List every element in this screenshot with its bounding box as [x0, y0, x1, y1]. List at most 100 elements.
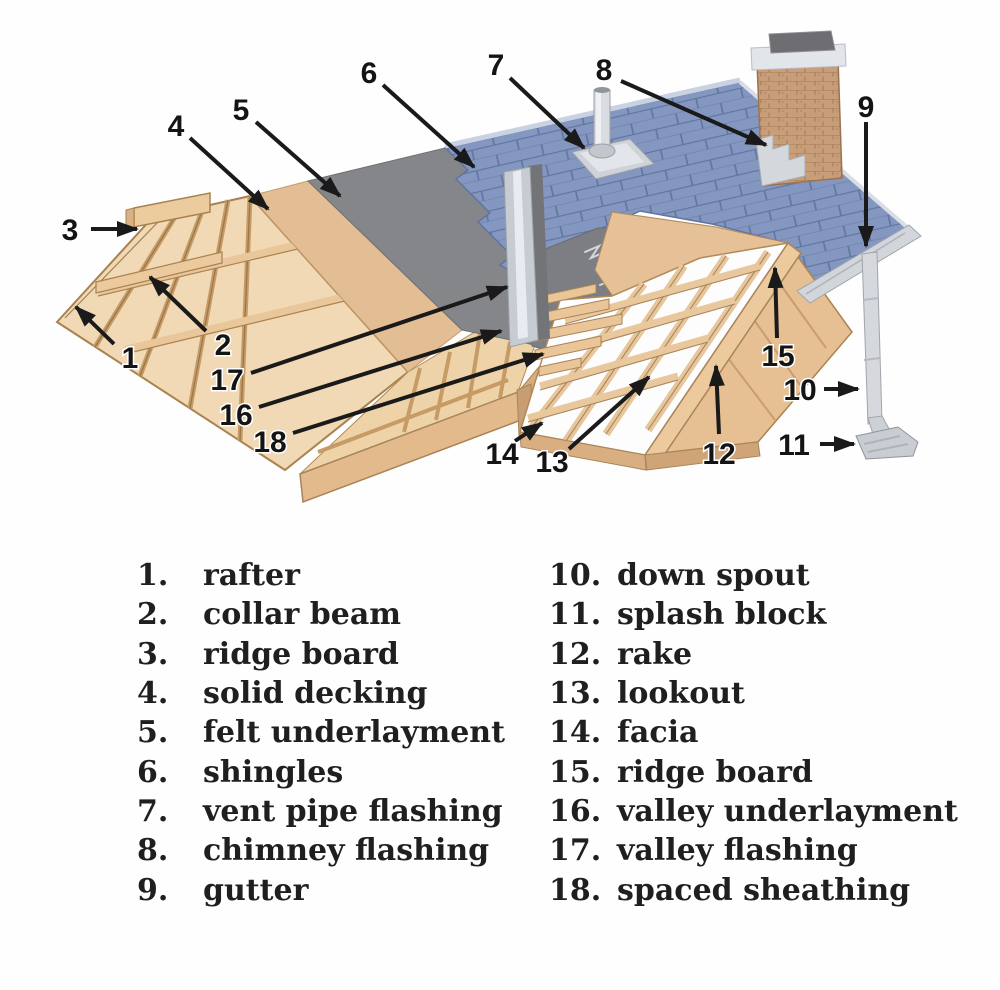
- legend-term: facia: [617, 715, 699, 751]
- callout-4-number: 4: [168, 110, 185, 143]
- callout-18-number: 18: [253, 426, 286, 459]
- splash-block: [855, 426, 919, 460]
- legend-number: 11.: [549, 597, 602, 633]
- callout-6-arrow-shingles: [381, 83, 476, 169]
- legend-item-spaced-sheathing: 18. spaced sheathing: [549, 871, 989, 910]
- legend-number: 16.: [549, 794, 602, 830]
- callout-12-number: 12: [702, 438, 735, 471]
- callout-10-number: 10: [783, 374, 816, 407]
- legend-term: ridge board: [617, 754, 813, 790]
- callout-14-arrow-facia: [513, 421, 544, 443]
- legend-item-felt-underlayment: 5. felt underlayment: [137, 713, 537, 752]
- spaced-sheathing: [530, 283, 623, 377]
- callout-5-number: 5: [233, 94, 250, 127]
- legend-term: splash block: [617, 597, 827, 633]
- callout-11-number: 11: [778, 429, 810, 462]
- vent-pipe-flashing: [571, 87, 655, 180]
- down-spout: [861, 251, 894, 445]
- callout-8-arrow-chimney-flashing: [620, 79, 768, 147]
- legend-item-down-spout: 10. down spout: [549, 556, 989, 595]
- legend-item-rake: 12. rake: [549, 635, 989, 674]
- callout-8-number: 8: [596, 54, 613, 87]
- legend-item-collar-beam: 2. collar beam: [137, 595, 537, 634]
- callout-4-arrow-solid-decking: [188, 136, 270, 211]
- chimney: [750, 30, 847, 187]
- legend-item-valley-underlayment: 16. valley underlayment: [549, 792, 989, 831]
- legend-number: 18.: [549, 872, 602, 908]
- legend-number: 9.: [137, 872, 169, 908]
- legend-item-solid-decking: 4. solid decking: [137, 674, 537, 713]
- legend-item-facia: 14. facia: [549, 713, 989, 752]
- legend-term: rake: [617, 636, 693, 672]
- legend-term: valley flashing: [617, 833, 858, 869]
- callout-14-number: 14: [485, 438, 519, 471]
- legend-item-ridge-board-2: 15. ridge board: [549, 753, 989, 792]
- legend-item-gutter: 9. gutter: [137, 871, 537, 910]
- legend-term: collar beam: [203, 597, 402, 633]
- legend-term: vent pipe flashing: [203, 794, 503, 830]
- chimney-flashing: [755, 134, 806, 187]
- legend-term: ridge board: [203, 636, 399, 672]
- legend-item-rafter: 1. rafter: [137, 556, 537, 595]
- callout-1-arrow-rafter: [74, 305, 116, 346]
- legend-number: 3.: [137, 636, 169, 672]
- callout-7-number: 7: [488, 49, 505, 82]
- legend-number: 10.: [549, 558, 602, 593]
- callout-12-arrow-rake: [708, 364, 725, 435]
- valley-flashing: [503, 164, 550, 348]
- legend-column-left: 1. rafter 2. collar beam 3. ridge board 4. s…: [137, 556, 537, 910]
- legend-term: shingles: [203, 754, 344, 790]
- legend-number: 6.: [137, 754, 169, 790]
- callout-17-number: 17: [210, 364, 243, 397]
- legend-number: 13.: [549, 676, 602, 712]
- legend-number: 14.: [549, 715, 602, 751]
- callout-17-arrow-valley-flashing: [250, 285, 509, 375]
- callout-1-number: 1: [122, 342, 139, 375]
- legend-number: 4.: [137, 676, 169, 712]
- lookout-boards: [527, 262, 761, 423]
- legend-number: 2.: [137, 597, 169, 633]
- callout-13-number: 13: [535, 446, 568, 479]
- callout-9-number: 9: [858, 91, 875, 124]
- legend-number: 7.: [137, 794, 169, 830]
- legend-term: rafter: [203, 558, 300, 593]
- callout-2-arrow-collar-beam: [148, 275, 208, 333]
- legend-number: 8.: [137, 833, 169, 869]
- legend-item-shingles: 6. shingles: [137, 753, 537, 792]
- legend-term: gutter: [203, 872, 309, 908]
- callout-15-arrow-ridge-board: [767, 266, 784, 339]
- legend-term: down spout: [617, 558, 810, 593]
- legend-number: 1.: [137, 558, 169, 593]
- legend-item-splash-block: 11. splash block: [549, 595, 989, 634]
- gutter: [796, 224, 922, 304]
- legend-item-lookout: 13.lookout: [549, 674, 989, 713]
- legend-column-right: 10. down spout 11. splash block 12. rake 13…: [549, 556, 989, 910]
- main-roof-framing: [55, 192, 433, 472]
- callout-13-arrow-lookout: [567, 375, 651, 451]
- legend-number: 15.: [549, 754, 602, 790]
- callout-5-arrow-felt-underlayment: [254, 120, 342, 198]
- legend-number: 5.: [137, 715, 169, 751]
- legend-item-chimney-flashing: 8. chimney flashing: [137, 831, 537, 870]
- callout-18-arrow-spaced-sheathing: [292, 352, 545, 435]
- legend-number: 17.: [549, 833, 602, 869]
- legend-item-valley-flashing: 17. valley flashing: [549, 831, 989, 870]
- legend-term: spaced sheathing: [617, 872, 911, 908]
- callout-6-number: 6: [361, 57, 378, 90]
- wing-gable: [519, 211, 853, 471]
- legend-term: valley underlayment: [617, 794, 958, 830]
- legend-item-ridge-board: 3. ridge board: [137, 635, 537, 674]
- callout-3-number: 3: [62, 214, 79, 247]
- legend-term: solid decking: [203, 676, 428, 712]
- callout-2-number: 2: [215, 329, 232, 362]
- legend-number: 12.: [549, 636, 602, 672]
- legend-term: felt underlayment: [203, 715, 505, 751]
- legend-term: chimney flashing: [203, 833, 490, 869]
- collar-beam: [95, 251, 223, 294]
- callout-15-number: 15: [761, 340, 794, 373]
- callout-16-arrow-valley-underlayment: [258, 329, 503, 409]
- callout-16-number: 16: [219, 399, 252, 432]
